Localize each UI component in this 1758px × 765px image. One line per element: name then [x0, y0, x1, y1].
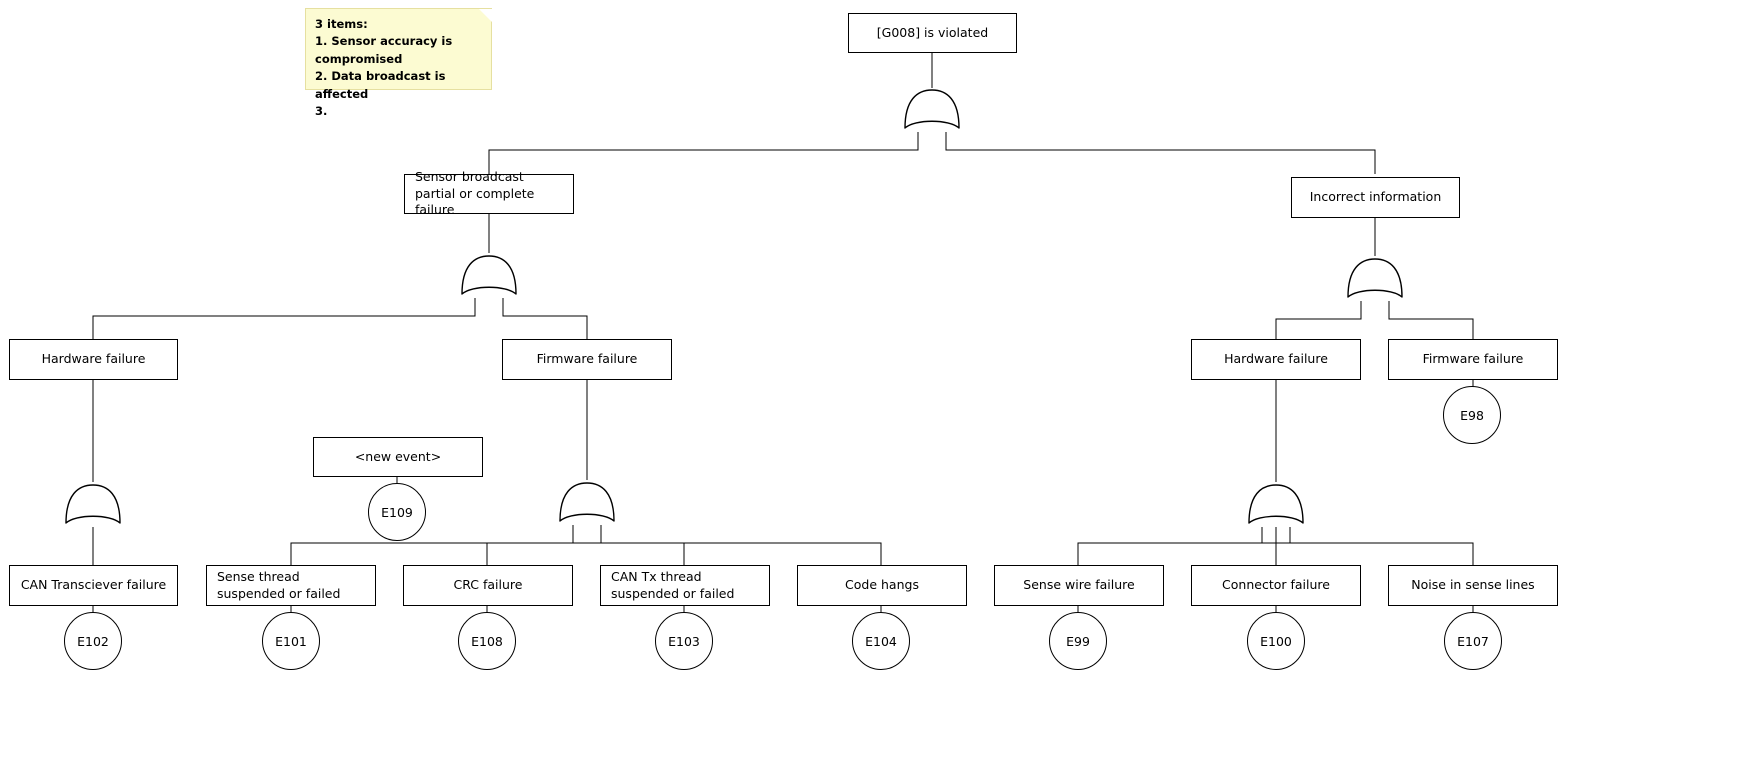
node-hardware-failure-left[interactable]: Hardware failure [9, 339, 178, 380]
node-hardware-failure-right-label: Hardware failure [1224, 351, 1328, 367]
event-circle-e102[interactable]: E102 [64, 612, 122, 670]
node-noise-in-sense-lines-label: Noise in sense lines [1411, 577, 1535, 593]
or-gate-firmware-left[interactable] [556, 480, 618, 525]
node-new-event[interactable]: <new event> [313, 437, 483, 477]
event-circle-e101-label: E101 [275, 633, 307, 649]
node-new-event-label: <new event> [354, 448, 442, 464]
event-circle-e99-label: E99 [1066, 633, 1090, 649]
event-circle-e100-label: E100 [1260, 633, 1292, 649]
or-gate-hardware-left[interactable] [62, 482, 124, 527]
node-code-hangs[interactable]: Code hangs [797, 565, 967, 606]
sticky-note[interactable]: 3 items: 1. Sensor accuracy is compromis… [305, 8, 492, 118]
node-can-tx-thread-label: CAN Tx thread suspended or failed [611, 568, 735, 601]
node-can-transceiver-failure-label: CAN Transciever failure [20, 577, 167, 593]
event-circle-e109-label: E109 [381, 504, 413, 520]
node-connector-failure-label: Connector failure [1222, 577, 1330, 593]
node-sense-thread[interactable]: Sense thread suspended or failed [206, 565, 376, 606]
event-circle-e104[interactable]: E104 [852, 612, 910, 670]
node-firmware-failure-right-label: Firmware failure [1422, 351, 1524, 367]
event-circle-e108[interactable]: E108 [458, 612, 516, 670]
event-circle-e100[interactable]: E100 [1247, 612, 1305, 670]
event-circle-e98-label: E98 [1460, 407, 1484, 423]
event-circle-e109[interactable]: E109 [368, 483, 426, 541]
node-connector-failure[interactable]: Connector failure [1191, 565, 1361, 606]
node-incorrect-information-label: Incorrect information [1309, 189, 1442, 205]
sticky-note-text: 3 items: 1. Sensor accuracy is compromis… [315, 17, 453, 119]
note-fold-icon [479, 9, 492, 22]
event-circle-e103-label: E103 [668, 633, 700, 649]
or-gate-top[interactable] [901, 88, 963, 132]
event-circle-e98[interactable]: E98 [1443, 386, 1501, 444]
node-can-transceiver-failure[interactable]: CAN Transciever failure [9, 565, 178, 606]
or-gate-sensor-broadcast[interactable] [458, 253, 520, 298]
node-top-event-label: [G008] is violated [876, 24, 989, 40]
node-firmware-failure-left[interactable]: Firmware failure [502, 339, 672, 380]
or-gate-incorrect-information[interactable] [1344, 256, 1406, 301]
node-crc-failure[interactable]: CRC failure [403, 565, 573, 606]
event-circle-e104-label: E104 [865, 633, 897, 649]
node-sensor-broadcast-label: Sensor broadcast partial or complete fai… [415, 168, 535, 218]
event-circle-e108-label: E108 [471, 633, 503, 649]
node-hardware-failure-left-label: Hardware failure [41, 351, 146, 367]
event-circle-e107-label: E107 [1457, 633, 1489, 649]
node-crc-failure-label: CRC failure [453, 577, 523, 593]
node-top-event[interactable]: [G008] is violated [848, 13, 1017, 53]
event-circle-e101[interactable]: E101 [262, 612, 320, 670]
event-circle-e99[interactable]: E99 [1049, 612, 1107, 670]
or-gate-hardware-right[interactable] [1245, 482, 1307, 527]
node-incorrect-information[interactable]: Incorrect information [1291, 177, 1460, 218]
node-code-hangs-label: Code hangs [845, 577, 919, 593]
node-sense-thread-label: Sense thread suspended or failed [217, 568, 341, 601]
node-hardware-failure-right[interactable]: Hardware failure [1191, 339, 1361, 380]
node-firmware-failure-right[interactable]: Firmware failure [1388, 339, 1558, 380]
node-sense-wire-failure[interactable]: Sense wire failure [994, 565, 1164, 606]
node-sense-wire-failure-label: Sense wire failure [1023, 577, 1135, 593]
event-circle-e103[interactable]: E103 [655, 612, 713, 670]
node-can-tx-thread[interactable]: CAN Tx thread suspended or failed [600, 565, 770, 606]
event-circle-e107[interactable]: E107 [1444, 612, 1502, 670]
node-noise-in-sense-lines[interactable]: Noise in sense lines [1388, 565, 1558, 606]
note-edge [491, 9, 492, 89]
node-sensor-broadcast[interactable]: Sensor broadcast partial or complete fai… [404, 169, 574, 217]
event-circle-e102-label: E102 [77, 633, 109, 649]
node-firmware-failure-left-label: Firmware failure [536, 351, 638, 367]
